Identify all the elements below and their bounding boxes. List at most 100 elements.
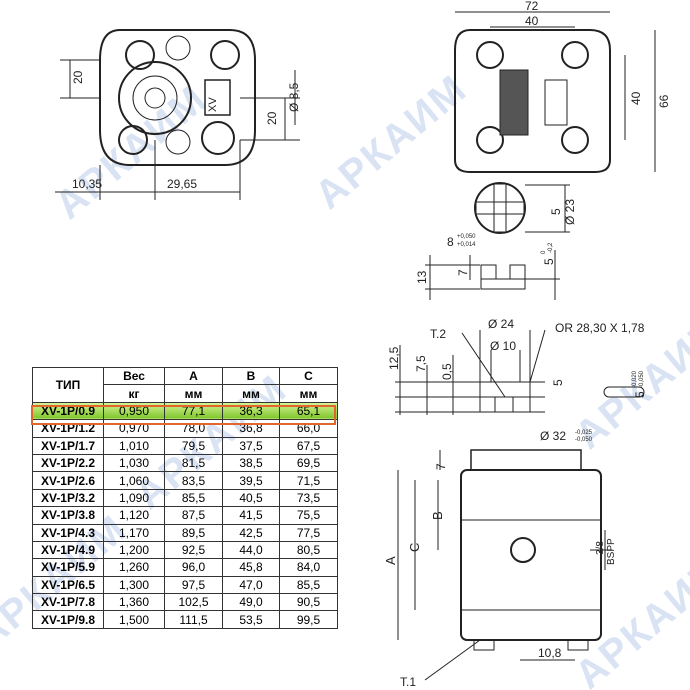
- cell-c: 85,5: [279, 575, 338, 595]
- dim-7-5: 7,5: [414, 355, 428, 372]
- cell-weight: 1,120: [103, 506, 165, 525]
- label-t1: T.1: [400, 675, 416, 689]
- cell-b: 45,8: [222, 558, 280, 577]
- cell-weight: 1,060: [103, 471, 165, 490]
- plate-label: XV: [207, 97, 219, 112]
- cell-type: XV-1P/1.7: [32, 436, 104, 455]
- cell-weight: 1,170: [103, 523, 165, 542]
- dim-29-65: 29,65: [167, 177, 197, 191]
- label-oring: OR 28,30 X 1,78: [555, 321, 645, 335]
- header-type: ТИП: [32, 367, 104, 403]
- front-view: [55, 29, 300, 200]
- dim-key-5: 5: [633, 391, 647, 398]
- cell-b: 47,0: [222, 575, 280, 595]
- header-b: B: [222, 366, 280, 386]
- cell-type: XV-1P/4.9: [32, 540, 104, 560]
- flange-section: [395, 329, 645, 415]
- cell-type: XV-1P/4.3: [32, 523, 104, 542]
- dim-d24: Ø 24: [488, 317, 514, 331]
- dim-5b: 5: [542, 258, 556, 265]
- cell-b: 44,0: [222, 540, 280, 560]
- cell-weight: 1,360: [103, 593, 165, 612]
- tol-02: -0,2: [548, 242, 554, 253]
- dim-10-8: 10,8: [538, 646, 562, 660]
- cell-b: 37,5: [222, 436, 280, 455]
- highlighted-row-frame: [31, 405, 336, 425]
- rear-view: [454, 11, 656, 173]
- dim-10-35: 10,35: [72, 177, 102, 191]
- cell-c: 90,5: [279, 593, 338, 612]
- cell-weight: 1,260: [103, 558, 165, 577]
- side-view: [397, 449, 612, 681]
- cell-c: 84,0: [279, 558, 338, 577]
- cell-c: 80,5: [279, 540, 338, 560]
- cell-a: 96,0: [164, 558, 223, 577]
- cell-type: XV-1P/2.2: [32, 453, 104, 473]
- dim-c: C: [407, 543, 422, 552]
- cell-b: 42,5: [222, 523, 280, 542]
- cell-a: 92,5: [164, 540, 223, 560]
- cell-a: 102,5: [164, 593, 223, 612]
- cell-type: XV-1P/2.6: [32, 471, 104, 490]
- cell-weight: 1,010: [103, 436, 165, 455]
- cell-weight: 1,300: [103, 575, 165, 595]
- cell-b: 49,0: [222, 593, 280, 612]
- dim-7b: 7: [434, 463, 448, 470]
- dim-0-5: 0,5: [440, 363, 454, 380]
- tol-d32-up: -0,025: [575, 430, 593, 436]
- label-t2: T.2: [430, 327, 446, 341]
- cell-weight: 1,200: [103, 540, 165, 560]
- tol-lower: +0,014: [457, 242, 476, 248]
- cell-b: 39,5: [222, 471, 280, 490]
- cell-a: 85,5: [164, 488, 223, 508]
- cell-type: XV-1P/3.8: [32, 506, 104, 525]
- port-thread: BSPP: [606, 538, 617, 565]
- dim-5: 5: [549, 208, 563, 215]
- cell-c: 67,5: [279, 436, 338, 455]
- unit-a: мм: [164, 384, 223, 403]
- header-c: C: [279, 366, 338, 386]
- dim-7: 7: [456, 269, 470, 276]
- cell-a: 89,5: [164, 523, 223, 542]
- cell-a: 79,5: [164, 436, 223, 455]
- dim-20a: 20: [71, 70, 85, 84]
- cell-b: 38,5: [222, 453, 280, 473]
- tol-upper: +0,050: [457, 234, 476, 240]
- cell-a: 87,5: [164, 506, 223, 525]
- cell-b: 53,5: [222, 610, 280, 629]
- dim-66: 66: [657, 94, 671, 108]
- dim-20b: 20: [265, 111, 279, 125]
- cell-c: 77,5: [279, 523, 338, 542]
- dim-d23: Ø 23: [563, 199, 577, 225]
- cell-type: XV-1P/5.9: [32, 558, 104, 577]
- dim-a: A: [383, 556, 398, 565]
- cell-type: XV-1P/7.8: [32, 593, 104, 612]
- cell-c: 75,5: [279, 506, 338, 525]
- dim-72: 72: [525, 0, 539, 13]
- cell-a: 97,5: [164, 575, 223, 595]
- cell-c: 99,5: [279, 610, 338, 629]
- dim-d10: Ø 10: [490, 339, 516, 353]
- header-weight: Вес: [103, 366, 165, 386]
- cell-b: 41,5: [222, 506, 280, 525]
- cell-weight: 1,030: [103, 453, 165, 473]
- cell-type: XV-1P/3.2: [32, 488, 104, 508]
- header-a: A: [164, 366, 223, 386]
- cell-b: 40,5: [222, 488, 280, 508]
- unit-b: мм: [222, 384, 280, 403]
- dim-5c: 5: [551, 379, 565, 386]
- dim-13: 13: [415, 270, 429, 284]
- dim-40h: 40: [629, 91, 643, 105]
- shaft-end-view: [425, 182, 570, 300]
